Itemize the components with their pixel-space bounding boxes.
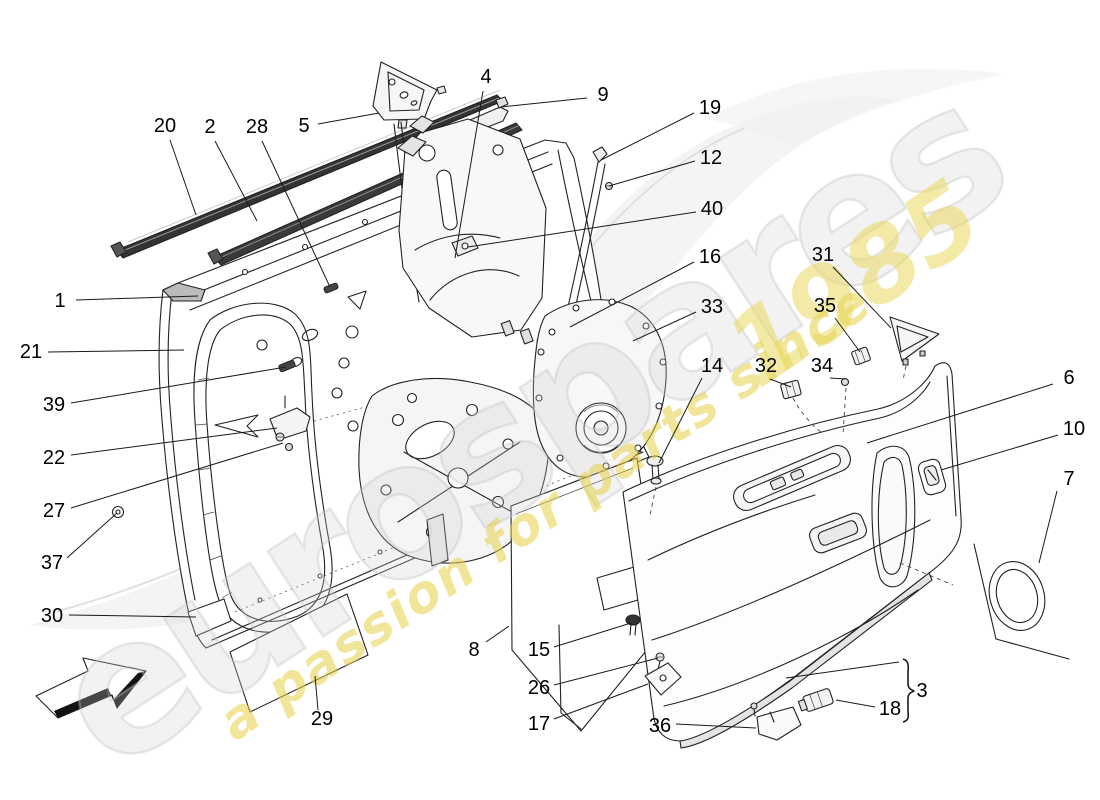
door-handle-bezel	[917, 458, 947, 496]
leader-line-12	[608, 160, 696, 187]
part-label-37: 37	[41, 552, 63, 574]
leader-line-18	[835, 699, 876, 708]
quarter-window-trim-5	[372, 61, 447, 129]
part-label-27: 27	[43, 500, 65, 522]
part-label-3: 3	[916, 680, 927, 702]
leader-line-40	[467, 211, 697, 248]
leader-line-34	[829, 377, 846, 380]
leader-line-20	[169, 139, 197, 216]
part-label-17: 17	[528, 713, 550, 735]
leader-line-3	[785, 661, 900, 679]
bracket-17	[644, 662, 682, 696]
door-module-plate	[532, 298, 667, 478]
leader-line-17	[553, 683, 649, 720]
part-label-30: 30	[41, 605, 63, 627]
leader-line-16	[569, 261, 695, 328]
speaker	[575, 402, 627, 454]
part-label-22: 22	[43, 447, 65, 469]
direction-arrow	[35, 657, 147, 719]
part-label-5: 5	[298, 115, 309, 137]
sound-sheet-small-30	[187, 598, 232, 637]
speaker-trim-ring	[973, 543, 1070, 660]
leader-line-37	[66, 512, 118, 559]
part-label-35: 35	[814, 295, 836, 317]
window-switch-panel	[733, 444, 851, 512]
part-label-21: 21	[20, 341, 42, 363]
leader-line-28	[261, 140, 331, 288]
part-label-15: 15	[528, 639, 550, 661]
seal-ticks	[195, 377, 233, 599]
part-label-8: 8	[468, 639, 479, 661]
module-bolt-holes	[535, 298, 667, 470]
leader-line-10	[940, 434, 1059, 471]
window-regulator-frame	[397, 115, 551, 353]
door-trim-panel	[622, 362, 962, 749]
part-label-31: 31	[812, 244, 834, 266]
part-label-39: 39	[43, 394, 65, 416]
window-regulator-carrier	[358, 377, 549, 567]
part-label-40: 40	[701, 198, 723, 220]
part-label-2: 2	[204, 116, 215, 138]
leader-line-8	[485, 625, 510, 643]
part-label-18: 18	[879, 698, 901, 720]
leader-line-7	[1038, 490, 1058, 564]
leader-line-9	[500, 97, 588, 108]
leader-line-32	[769, 378, 792, 388]
part-label-20: 20	[154, 115, 176, 137]
part-label-26: 26	[528, 677, 550, 699]
leader-line-2	[214, 140, 258, 222]
leader-line-33	[632, 311, 697, 342]
leader-line-27	[70, 442, 284, 509]
leader-line-15	[553, 622, 632, 648]
leader-line-22	[70, 427, 278, 456]
leader-line-31	[832, 266, 892, 329]
clip-32-guide	[792, 397, 823, 434]
leader-line-6	[866, 383, 1054, 444]
part-label-1: 1	[54, 290, 65, 312]
mirror-triangle-trim	[889, 316, 940, 381]
part-label-32: 32	[755, 355, 777, 377]
part-label-16: 16	[699, 246, 721, 268]
part-label-34: 34	[811, 355, 833, 377]
part-label-10: 10	[1063, 418, 1085, 440]
part-label-28: 28	[246, 116, 268, 138]
part-label-7: 7	[1063, 468, 1074, 490]
leader-line-1	[75, 295, 199, 301]
clip-18	[797, 688, 834, 712]
leader-line-26	[553, 657, 659, 686]
door-pull-grip	[871, 445, 916, 588]
leader-line-5	[317, 112, 380, 125]
leader-line-19	[600, 112, 695, 161]
brace-3	[902, 658, 915, 723]
pull-recess	[808, 512, 868, 554]
clip-15	[625, 614, 641, 636]
part-label-36: 36	[649, 715, 671, 737]
push-pin-14	[646, 455, 664, 516]
part-label-12: 12	[700, 147, 722, 169]
leader-line-39	[70, 366, 287, 404]
fastener-pin-39	[278, 359, 296, 373]
leader-line-14	[658, 377, 703, 464]
leader-line-36	[675, 723, 757, 729]
part-label-29: 29	[311, 708, 333, 730]
armrest-edge	[647, 494, 816, 561]
leader-line-29	[314, 675, 319, 711]
leader-line-35	[834, 317, 861, 353]
part-label-33: 33	[701, 296, 723, 318]
part-label-6: 6	[1063, 367, 1074, 389]
leader-line-30	[68, 614, 197, 618]
bracket-36	[750, 702, 802, 741]
part-label-4: 4	[480, 66, 491, 88]
part-label-14: 14	[701, 355, 723, 377]
part-label-19: 19	[699, 97, 721, 119]
leader-line-21	[47, 349, 185, 353]
part-label-9: 9	[597, 84, 608, 106]
fastener-pin-28	[323, 282, 339, 294]
leader-line-4	[454, 90, 484, 259]
sound-sheet-large-29	[229, 593, 369, 713]
